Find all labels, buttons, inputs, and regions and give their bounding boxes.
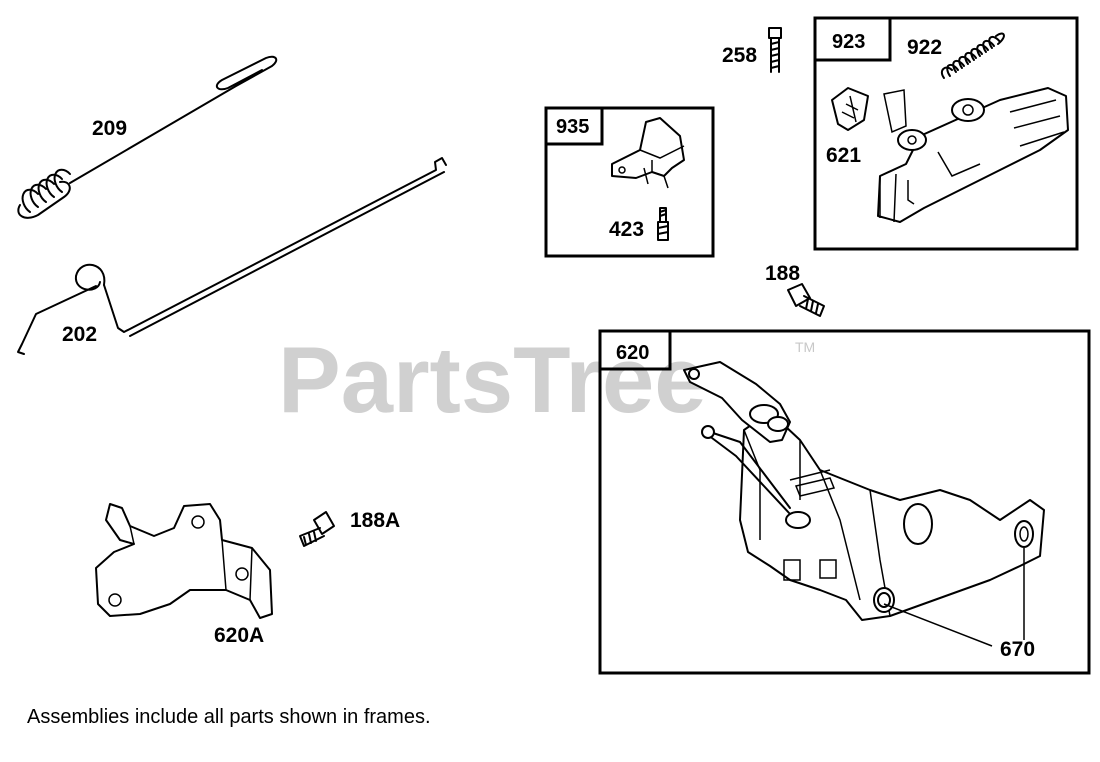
part-935-bracket[interactable] <box>611 117 685 189</box>
label-188: 188 <box>765 262 800 285</box>
part-423-screw[interactable] <box>657 207 669 241</box>
label-621: 621 <box>826 144 861 167</box>
frame-923-tab <box>813 16 892 62</box>
frame-935 <box>544 106 715 258</box>
part-209-spring-rod[interactable] <box>17 55 278 219</box>
frame-923 <box>813 16 1079 251</box>
part-202-link-rod[interactable] <box>17 157 447 355</box>
watermark-trademark: TM <box>795 339 815 355</box>
part-188a-bolt[interactable] <box>299 511 335 547</box>
label-202: 202 <box>62 323 97 346</box>
frame-923-label: 923 <box>832 31 865 53</box>
part-620a-bracket[interactable] <box>95 503 273 619</box>
part-923-control-bracket[interactable] <box>877 87 1069 223</box>
frame-620-label: 620 <box>616 342 649 364</box>
frame-935-label: 935 <box>556 116 589 138</box>
label-670: 670 <box>1000 638 1035 661</box>
watermark-text: PartsTree <box>278 327 707 432</box>
part-188-bolt[interactable] <box>787 283 825 317</box>
part-620-control-assembly[interactable] <box>683 361 1045 621</box>
label-188a: 188A <box>350 509 400 532</box>
label-423: 423 <box>609 218 644 241</box>
label-258: 258 <box>722 44 757 67</box>
leader-670 <box>883 548 1025 647</box>
label-922: 922 <box>907 36 942 59</box>
label-620a: 620A <box>214 624 264 647</box>
frame-620-tab <box>598 329 672 371</box>
part-621-clip[interactable] <box>831 87 869 131</box>
part-258-bolt[interactable] <box>768 27 782 73</box>
part-922-spring[interactable] <box>940 32 1005 79</box>
frame-620 <box>598 329 1091 675</box>
assemblies-note: Assemblies include all parts shown in fr… <box>27 706 431 728</box>
part-670-bushing[interactable] <box>877 520 1034 608</box>
frame-935-tab <box>544 106 604 146</box>
label-209: 209 <box>92 117 127 140</box>
